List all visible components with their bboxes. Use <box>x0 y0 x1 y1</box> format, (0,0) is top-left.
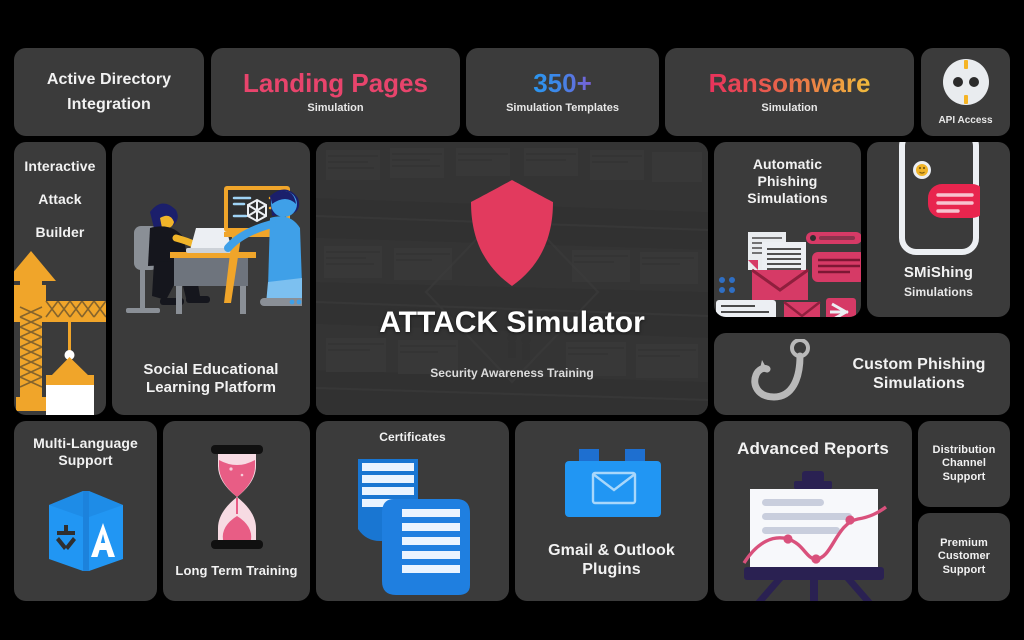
card-certificates[interactable]: Certificates <box>316 421 509 601</box>
card-title-line2: Attack <box>38 190 82 207</box>
card-title-line1: SMiShing <box>903 263 974 281</box>
card-title-line3: Builder <box>35 223 85 240</box>
card-long-term-training[interactable]: Long Term Training <box>163 421 310 601</box>
card-custom-phishing-simulations[interactable]: Custom Phishing Simulations <box>714 333 1010 415</box>
card-gmail-outlook-plugins[interactable]: Gmail & Outlook Plugins <box>515 421 708 601</box>
card-title: 350+ <box>533 67 592 98</box>
card-api-access[interactable]: API Access <box>921 48 1010 136</box>
card-title-line1: Multi-Language <box>33 435 138 451</box>
phone-chat-icon <box>899 142 980 255</box>
card-social-educational-learning-platform[interactable]: Social Educational Learning Platform <box>112 142 310 415</box>
hero-title: ATTACK Simulator <box>379 305 645 339</box>
card-multi-language-support[interactable]: Multi-Language Support <box>14 421 157 601</box>
translate-book-icon <box>49 491 123 571</box>
card-distribution-channel-support[interactable]: Distribution Channel Support <box>918 421 1010 507</box>
card-subtitle: API Access <box>938 114 993 126</box>
card-attack-simulator-hero[interactable]: ATTACK Simulator Security Awareness Trai… <box>316 142 708 415</box>
card-subtitle: Simulation Templates <box>506 102 619 115</box>
card-title-line1: Premium <box>940 537 988 550</box>
card-title: Ransomware <box>708 67 871 98</box>
card-title-line1: Active Directory <box>46 71 172 89</box>
email-stack-illustration <box>716 232 861 317</box>
card-title-line2: Simulations <box>873 375 965 392</box>
card-interactive-attack-builder[interactable]: Interactive Attack Builder <box>14 142 106 415</box>
crane-icon <box>14 251 106 415</box>
card-title-line3: Support <box>942 470 986 483</box>
card-title: Landing Pages <box>243 67 428 98</box>
card-title-line1: Advanced Reports <box>737 439 889 458</box>
card-advanced-reports[interactable]: Advanced Reports <box>714 421 912 601</box>
card-subtitle: Simulation <box>761 102 818 115</box>
fish-hook-icon <box>751 339 810 401</box>
classroom-illustration <box>126 186 302 314</box>
card-title-line2: Channel <box>941 457 987 470</box>
shield-icon <box>471 179 553 286</box>
card-active-directory-integration[interactable]: Active Directory Integration <box>14 48 204 136</box>
card-title-line2: Customer <box>937 550 991 563</box>
card-title-line1: Certificates <box>379 430 446 444</box>
card-title-line2: Learning Platform <box>145 379 277 396</box>
card-smishing-simulations[interactable]: SMiShing Simulations <box>867 142 1010 317</box>
card-title-line1: Custom Phishing <box>852 355 986 373</box>
card-title-line2: Support <box>58 451 113 468</box>
card-title-line1: Interactive <box>24 158 96 174</box>
card-title-line1: Gmail & Outlook <box>548 541 675 559</box>
card-title-line2: Phishing <box>757 172 818 189</box>
card-title-line2: Plugins <box>582 560 641 578</box>
power-socket-icon <box>942 58 989 105</box>
card-title-line1: Long Term Training <box>175 563 298 579</box>
card-title-line3: Simulations <box>747 189 828 206</box>
card-title-line3: Support <box>942 563 986 576</box>
card-landing-pages[interactable]: Landing Pages Simulation <box>211 48 460 136</box>
card-title-line1: Distribution <box>932 444 996 457</box>
hourglass-icon <box>211 445 263 549</box>
presentation-chart-icon <box>742 471 888 601</box>
documents-icon <box>358 459 470 595</box>
card-title-line2: Integration <box>67 95 151 113</box>
card-ransomware[interactable]: Ransomware Simulation <box>665 48 914 136</box>
card-title-line2: Simulations <box>903 284 974 299</box>
card-subtitle: Simulation <box>307 102 364 115</box>
hero-subtitle: Security Awareness Training <box>430 365 594 380</box>
card-simulation-templates[interactable]: 350+ Simulation Templates <box>466 48 659 136</box>
card-premium-customer-support[interactable]: Premium Customer Support <box>918 513 1010 601</box>
card-title-line1: Automatic <box>752 156 823 172</box>
card-automatic-phishing-simulations[interactable]: Automatic Phishing Simulations <box>714 142 861 317</box>
card-title-line1: Social Educational <box>143 361 279 378</box>
plugin-brick-mail-icon <box>565 449 661 517</box>
